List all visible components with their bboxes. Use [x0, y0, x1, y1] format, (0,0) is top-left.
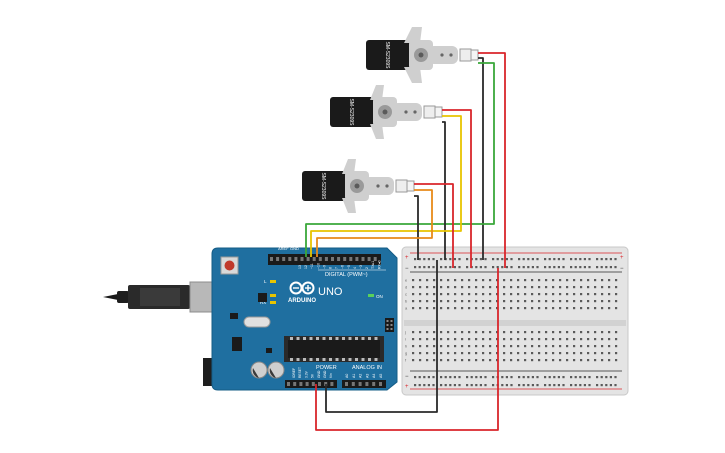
digital-pin-label: ~11 [310, 263, 314, 269]
power-pin-label: RESET [298, 367, 302, 378]
led-tx [270, 294, 276, 297]
row-letter: d [405, 285, 407, 290]
usb-chip [258, 293, 267, 302]
wire-gnd[interactable] [325, 260, 438, 413]
servo-2[interactable]: SM-S2309S [330, 85, 443, 139]
power-pin-label: GND [323, 370, 327, 378]
analog-header[interactable] [342, 380, 386, 388]
usb-cable-strain [117, 291, 129, 303]
wire-servo3-signal[interactable] [316, 189, 433, 257]
digital-pin-label: 13 [298, 265, 302, 269]
led-l-label: L [264, 279, 267, 284]
analog-pin-label: A1 [352, 374, 356, 378]
servo-1-connector[interactable] [459, 48, 472, 62]
rail-minus-label-bottom: − [405, 374, 409, 380]
power-header[interactable] [285, 380, 337, 388]
wire-servo1-ground[interactable] [478, 57, 484, 260]
servo-2-label: SM-S2309S [348, 99, 354, 127]
row-letter: c [405, 292, 407, 297]
row-letter: h [405, 344, 407, 349]
servo-3-label: SM-S2309S [320, 173, 326, 201]
led-on-label: ON [376, 294, 383, 299]
digital-pin-label: ~5 [347, 265, 351, 269]
digital-pin-label: ~9 [322, 265, 326, 269]
rail-plus-label: + [405, 255, 409, 261]
voltage-regulator [232, 337, 242, 351]
crystal [243, 316, 271, 328]
digital-pin-label: 8 [329, 267, 333, 269]
gnd-label: GND [290, 246, 299, 251]
rail-plus-label-bottom: + [405, 384, 409, 390]
wire-servo1-signal[interactable] [305, 62, 495, 257]
rail-minus-label-right: − [620, 266, 624, 272]
wire-servo2-signal[interactable] [310, 115, 462, 257]
digital-pin-label: 2 [365, 267, 369, 269]
analog-in-label: ANALOG IN [352, 365, 382, 371]
digital-header[interactable] [268, 254, 381, 265]
arduino-brand: ARDUINO [288, 298, 316, 304]
arduino-logo-icon [289, 281, 315, 295]
digital-pin-label: ~3 [359, 265, 363, 269]
digital-pin-label: RX◂0 [377, 260, 381, 269]
power-pin-label: IOREF [292, 368, 296, 378]
power-pin-label: 5V [311, 373, 315, 378]
power-pin-label: GND [317, 370, 321, 378]
digital-pin-label: ~10 [316, 263, 320, 269]
arduino-model: UNO [318, 286, 343, 298]
row-letter: j [404, 330, 406, 335]
microcontroller-chip [288, 340, 380, 358]
digital-header-pins[interactable] [270, 257, 377, 261]
led-l [270, 280, 276, 283]
usb-plug-tip [103, 294, 118, 300]
analog-pin-label: A5 [379, 374, 383, 378]
power-label: POWER [316, 365, 337, 371]
digital-pin-label: ~6 [341, 265, 345, 269]
row-letter: g [405, 351, 407, 356]
wire-servo2-ground[interactable] [442, 121, 446, 260]
servo-1[interactable]: SM-S2309S [366, 27, 479, 83]
reset-button[interactable] [224, 260, 235, 271]
analog-pin-label: A2 [359, 374, 363, 378]
digital-pin-label: 4 [353, 267, 357, 269]
power-pin-label: 3.3V [304, 370, 308, 378]
digital-pin-label: TX▸1 [371, 261, 375, 269]
icsp-header[interactable] [385, 318, 394, 332]
aref-label: AREF [278, 246, 289, 251]
digital-pin-label: 7 [335, 267, 339, 269]
analog-pin-label: A0 [345, 374, 349, 378]
row-letter: a [405, 306, 408, 311]
wire-servo1-power[interactable] [478, 52, 506, 268]
wire-5v[interactable] [315, 268, 499, 431]
led-on [368, 294, 374, 297]
led-rx-label: RX [260, 300, 266, 305]
wire-servo3-power[interactable] [414, 183, 454, 268]
row-letter: b [405, 299, 408, 304]
led-rx [270, 301, 276, 304]
digital-pwm-label: DIGITAL (PWM~) [325, 272, 368, 278]
analog-pin-label: A3 [365, 374, 369, 378]
power-pin-label: Vin [329, 373, 333, 378]
row-letter: f [405, 358, 407, 363]
digital-pin-label: 12 [304, 265, 308, 269]
analog-pin-label: A4 [372, 374, 376, 378]
servo-3[interactable]: SM-S2309S [302, 159, 415, 213]
rail-plus-label-right: + [620, 255, 624, 261]
wires[interactable] [305, 52, 506, 431]
servo-2-connector[interactable] [423, 105, 436, 119]
wire-servo2-power[interactable] [442, 109, 472, 268]
row-letter: i [405, 337, 406, 342]
rail-minus-label: − [405, 266, 409, 272]
row-letter: e [405, 278, 408, 283]
servo-3-connector[interactable] [395, 179, 408, 193]
servo-1-label: SM-S2309S [384, 42, 390, 70]
